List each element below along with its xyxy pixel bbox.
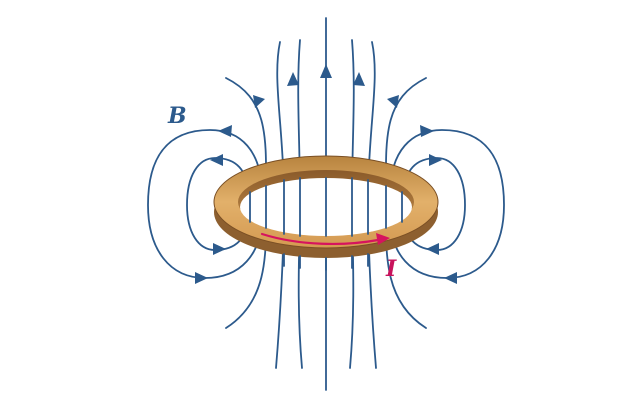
field-loop-left-outer — [147, 129, 263, 279]
current-arrowhead-icon — [376, 233, 390, 245]
arrow-right-icon — [213, 243, 226, 255]
field-arrowheads — [195, 64, 457, 284]
current-label: I — [385, 256, 397, 282]
arrow-left-icon — [218, 125, 232, 137]
arrow-up-icon — [320, 64, 332, 78]
arrow-right-icon — [420, 125, 434, 137]
current-direction-arrow — [260, 232, 390, 245]
arrow-up-icon — [387, 95, 399, 108]
field-label: B — [167, 103, 187, 129]
field-loop-right-inner — [403, 157, 466, 251]
arrow-left-icon — [426, 243, 439, 255]
field-loop-left-inner — [186, 157, 249, 251]
arrow-left-icon — [444, 272, 457, 284]
arrow-left-icon — [210, 154, 223, 166]
arrow-right-icon — [429, 154, 442, 166]
current-arrow-line — [260, 232, 380, 245]
arrow-up-icon — [287, 72, 299, 86]
field-lines-front — [249, 177, 403, 271]
field-loop-right-outer — [389, 129, 505, 279]
arrow-up-icon — [353, 72, 365, 86]
arrow-right-icon — [195, 272, 208, 284]
arrow-up-icon — [253, 95, 265, 108]
